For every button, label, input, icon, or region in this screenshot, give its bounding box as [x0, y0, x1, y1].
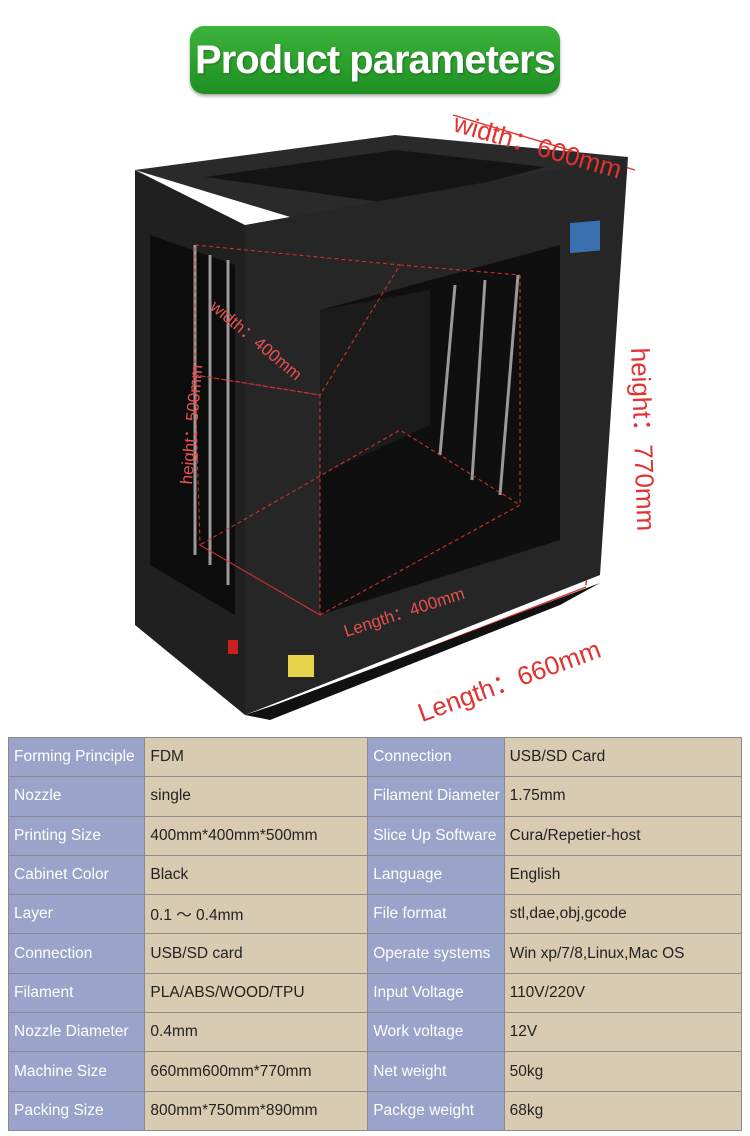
printer-diagram: width：600mm height：770mm Length：660mm wi…: [0, 95, 750, 728]
spec-value: PLA/ABS/WOOD/TPU: [144, 972, 369, 1014]
spec-value: 400mm*400mm*500mm: [144, 815, 369, 856]
spec-label: Printing Size: [7, 815, 146, 856]
spec-label: Operate systems: [367, 933, 505, 974]
spec-label: Nozzle: [7, 776, 146, 817]
spec-label: Packge weight: [367, 1090, 505, 1132]
spec-label: Filament: [7, 972, 146, 1014]
spec-value: 1.75mm: [503, 776, 743, 817]
spec-value: 0.1 ～ 0.4mm: [144, 894, 369, 935]
printer-illustration: [135, 114, 636, 720]
spec-value: FDM: [144, 736, 369, 778]
spec-value: USB/SD Card: [503, 736, 743, 778]
spec-value: stl,dae,obj,gcode: [503, 894, 743, 935]
table-row: Nozzle Diameter 0.4mm Work voltage 12V: [7, 1012, 743, 1053]
table-row: Connection USB/SD card Operate systems W…: [7, 933, 743, 974]
table-row: Forming Principle FDM Connection USB/SD …: [7, 736, 743, 778]
spec-label: Work voltage: [367, 1012, 505, 1053]
spec-value: USB/SD card: [144, 933, 369, 974]
spec-value: 50kg: [503, 1051, 743, 1092]
spec-label: Slice Up Software: [367, 815, 505, 856]
table-row: Cabinet Color Black Language English: [7, 854, 743, 896]
outer-height-label: height：770mm: [625, 347, 662, 532]
page-title: Product parameters: [195, 37, 556, 82]
spec-value: 110V/220V: [503, 972, 743, 1014]
table-row: Packing Size 800mm*750mm*890mm Packge we…: [7, 1090, 743, 1132]
spec-value: 12V: [503, 1012, 743, 1053]
table-row: Printing Size 400mm*400mm*500mm Slice Up…: [7, 815, 743, 856]
spec-value: single: [144, 776, 369, 817]
spec-label: Machine Size: [7, 1051, 146, 1092]
spec-label: Language: [367, 854, 505, 896]
spec-value: Win xp/7/8,Linux,Mac OS: [503, 933, 743, 974]
spec-label: Forming Principle: [7, 736, 146, 778]
spec-value: 800mm*750mm*890mm: [144, 1090, 369, 1132]
spec-label: Connection: [367, 736, 505, 778]
spec-value: 68kg: [503, 1090, 743, 1132]
spec-label: Filament Diameter: [367, 776, 505, 817]
spec-label: Packing Size: [7, 1090, 146, 1132]
printer-body: [135, 135, 628, 720]
spec-label: Cabinet Color: [7, 854, 146, 896]
table-row: Filament PLA/ABS/WOOD/TPU Input Voltage …: [7, 972, 743, 1014]
title-badge: Product parameters: [190, 26, 560, 94]
spec-label: Net weight: [367, 1051, 505, 1092]
spec-label: Input Voltage: [367, 972, 505, 1014]
spec-table: Forming Principle FDM Connection USB/SD …: [7, 736, 743, 1132]
spec-label: File format: [367, 894, 505, 935]
spec-label: Connection: [7, 933, 146, 974]
table-row: Machine Size 660mm600mm*770mm Net weight…: [7, 1051, 743, 1092]
table-row: Layer 0.1 ～ 0.4mm File format stl,dae,ob…: [7, 894, 743, 935]
spec-value: Black: [144, 854, 369, 896]
spec-value: 660mm600mm*770mm: [144, 1051, 369, 1092]
spec-label: Layer: [7, 894, 146, 935]
spec-label: Nozzle Diameter: [7, 1012, 146, 1053]
spec-value: Cura/Repetier-host: [503, 815, 743, 856]
spec-value: 0.4mm: [144, 1012, 369, 1053]
table-row: Nozzle single Filament Diameter 1.75mm: [7, 776, 743, 817]
spec-value: English: [503, 854, 743, 896]
